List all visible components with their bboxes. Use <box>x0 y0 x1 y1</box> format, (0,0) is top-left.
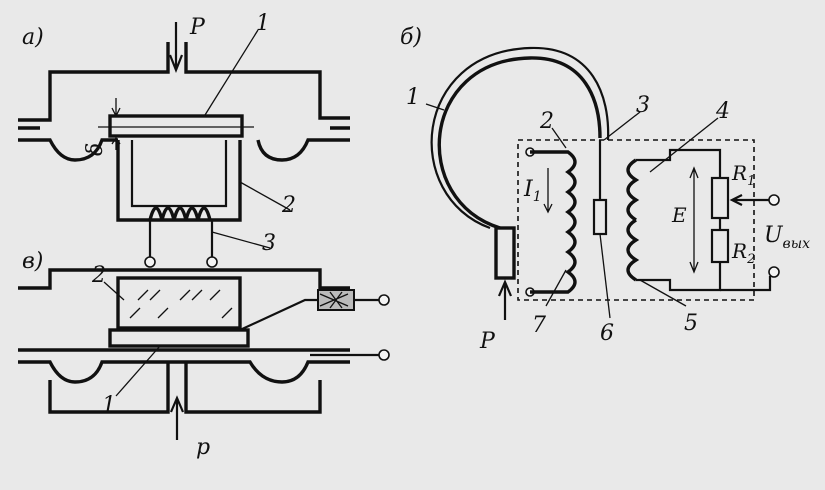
label-b-4: 4 <box>715 99 730 124</box>
label-c-2: 2 <box>91 263 106 288</box>
current-arrow <box>543 168 553 214</box>
r2-label: R2 <box>731 239 755 267</box>
label-b-3: 3 <box>636 93 650 118</box>
gap-label-a: δ <box>83 143 108 156</box>
emf-label: E <box>671 203 687 227</box>
inlet-fitting <box>494 226 516 280</box>
crystal-element-c <box>116 276 242 330</box>
current-label: I1 <box>523 177 542 205</box>
primary-winding <box>530 150 577 294</box>
bourdon-tube <box>437 56 602 230</box>
panel-c-label: в) <box>22 249 43 274</box>
wiper-arrow <box>729 194 772 206</box>
label-a-1: 1 <box>256 11 270 36</box>
housing-c <box>18 268 350 414</box>
label-a-3: 3 <box>262 231 276 256</box>
diaphragm-c <box>108 328 250 348</box>
secondary-winding-lower <box>626 218 640 282</box>
core-a <box>116 140 242 222</box>
pressure-arrow-c <box>169 395 185 440</box>
label-c-1: 1 <box>102 393 116 418</box>
emf-arrow <box>689 166 699 274</box>
panel-a-label: а) <box>22 25 44 50</box>
gap-arrows-a <box>111 98 121 150</box>
pressure-label-c: p <box>196 435 210 460</box>
pressure-arrow-b <box>497 279 513 320</box>
housing-a <box>18 42 350 162</box>
label-b-5: 5 <box>684 311 698 336</box>
secondary-winding-upper <box>626 158 640 222</box>
panel-b: б) P I1 E R1 R2 <box>400 25 810 354</box>
coil-a <box>148 206 212 221</box>
r1-label: R1 <box>731 161 755 189</box>
label-b-6: 6 <box>600 321 614 346</box>
output-voltage-label: Uвых <box>764 223 810 252</box>
panel-c: в) p 2 1 <box>18 249 390 460</box>
transformer-enclosure <box>517 139 755 301</box>
panel-a: а) P δ 1 2 3 <box>18 11 350 268</box>
label-b-2: 2 <box>539 109 554 134</box>
panel-b-label: б) <box>400 25 422 50</box>
label-b-7: 7 <box>532 313 546 338</box>
pressure-label-a: P <box>189 15 206 40</box>
diaphragm-a <box>108 114 244 138</box>
pressure-label-b: P <box>479 329 496 354</box>
label-b-1: 1 <box>406 85 420 110</box>
label-a-2: 2 <box>281 193 296 218</box>
pressure-arrow-a <box>168 22 184 73</box>
